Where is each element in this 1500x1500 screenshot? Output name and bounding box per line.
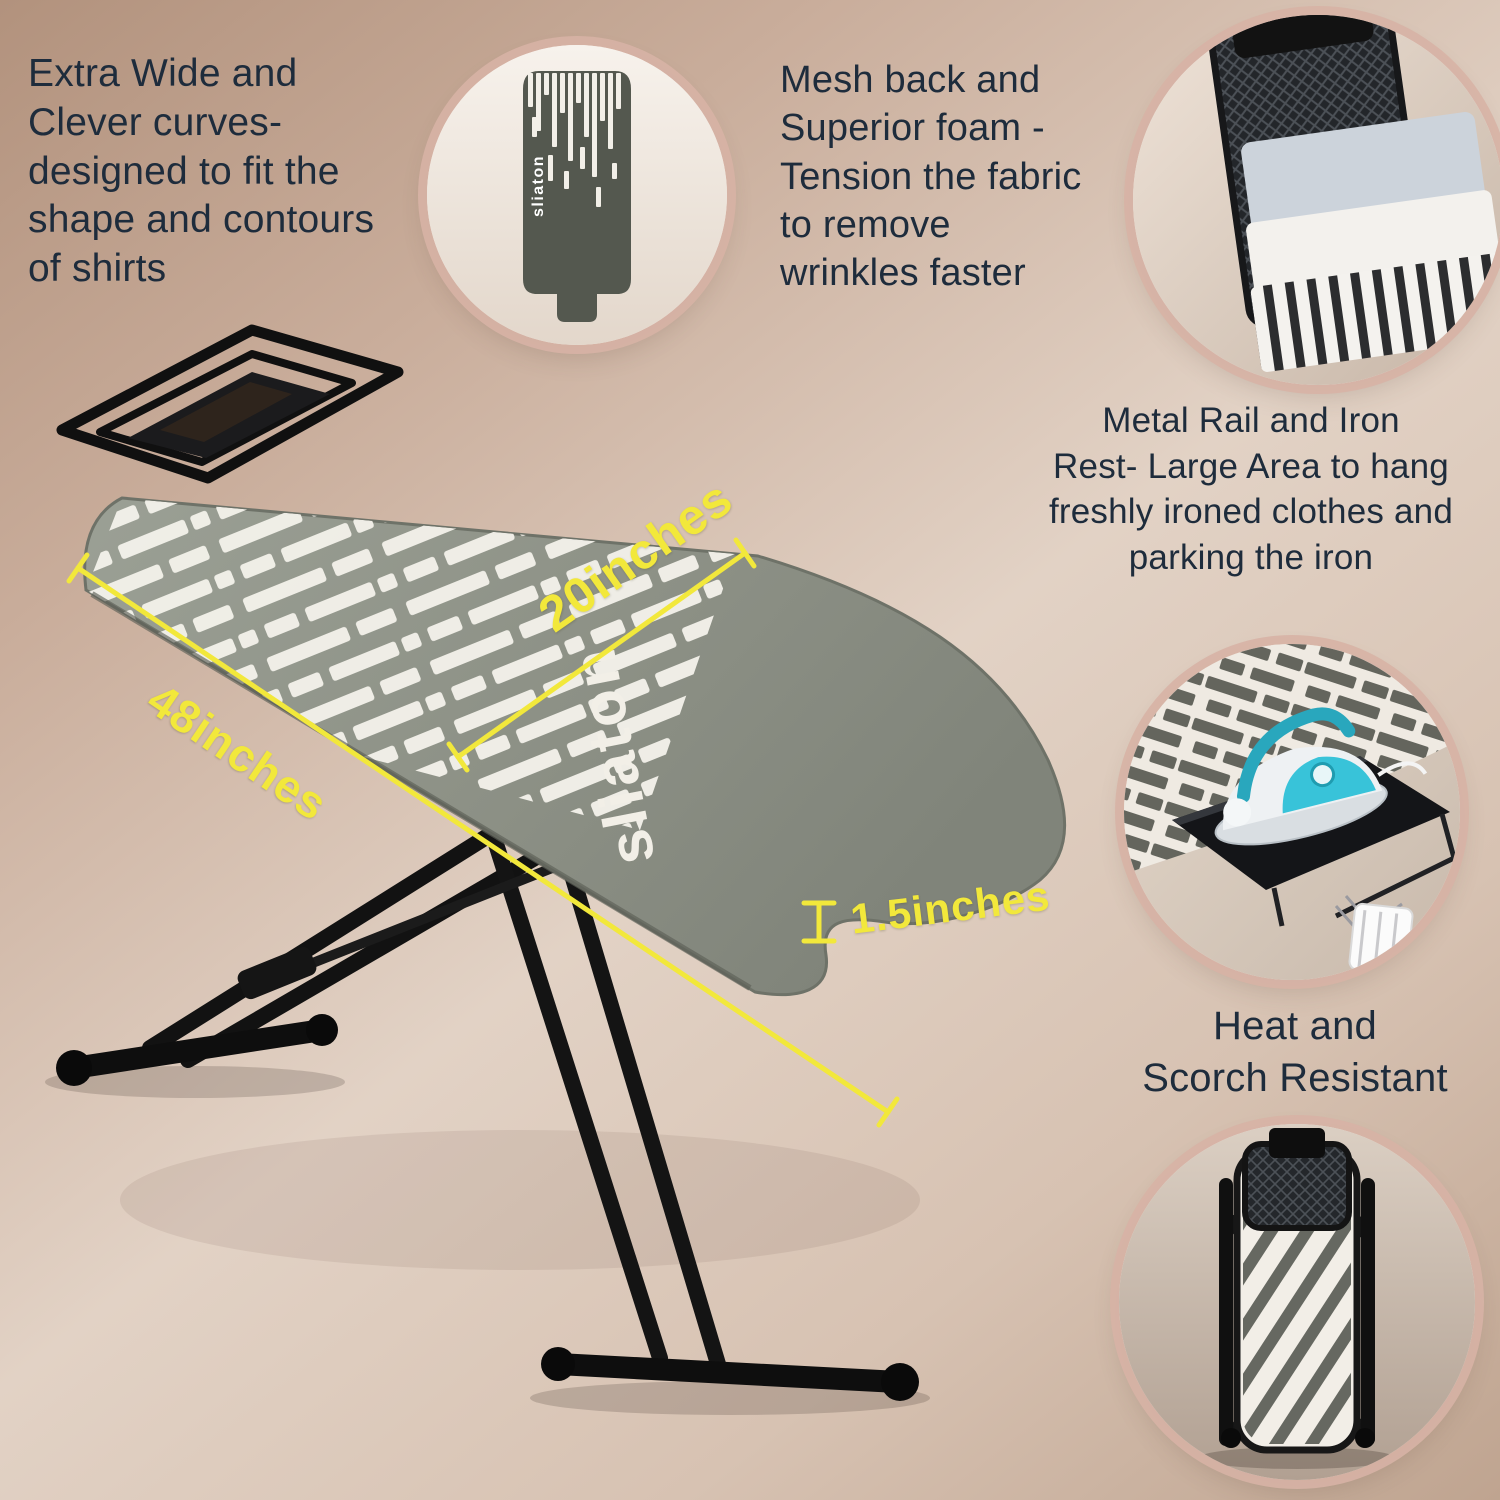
topview-brand-text: sliaton — [530, 155, 547, 217]
iron-cord — [1377, 761, 1428, 777]
ironing-board-top: sliaton — [83, 496, 1067, 997]
steam-iron — [1214, 707, 1428, 846]
folded-foot-right — [1355, 1428, 1375, 1448]
side-rail-right — [1361, 1178, 1375, 1446]
callout-mesh-back: Mesh back and Superior foam - Tension th… — [780, 59, 1082, 294]
floor-shadow — [45, 1066, 930, 1415]
callout-metal-rail: Metal Rail and Iron Rest- Large Area to … — [1048, 401, 1454, 577]
thickness-marker — [801, 900, 837, 944]
dimension-line-20 — [446, 537, 757, 773]
topview-dash-pattern — [528, 73, 621, 207]
board-cover-pattern — [86, 498, 735, 830]
folded-board-body — [1233, 1128, 1361, 1454]
rear-foot — [541, 1347, 919, 1401]
callout-heat-resistant: Heat and Scorch Resistant — [1142, 1004, 1448, 1100]
front-foot — [56, 1014, 338, 1086]
feature-board-topview: sliaton — [427, 45, 727, 345]
side-rail-left — [1219, 1178, 1233, 1446]
callout-extra-wide: Extra Wide and Clever curves- designed t… — [28, 52, 375, 290]
feature-iron-rest — [1124, 644, 1460, 980]
top-hook — [1269, 1128, 1325, 1158]
iron-rest-rail — [56, 324, 404, 484]
dimension-line-48 — [66, 552, 900, 1128]
feature-mesh-back — [1133, 15, 1500, 385]
mesh-back-assembly — [1208, 15, 1500, 372]
folded-shadow — [1199, 1447, 1395, 1469]
feature-folded-board — [1119, 1124, 1475, 1480]
board-topview-shape: sliaton — [523, 71, 631, 322]
folded-foot-left — [1221, 1428, 1241, 1448]
